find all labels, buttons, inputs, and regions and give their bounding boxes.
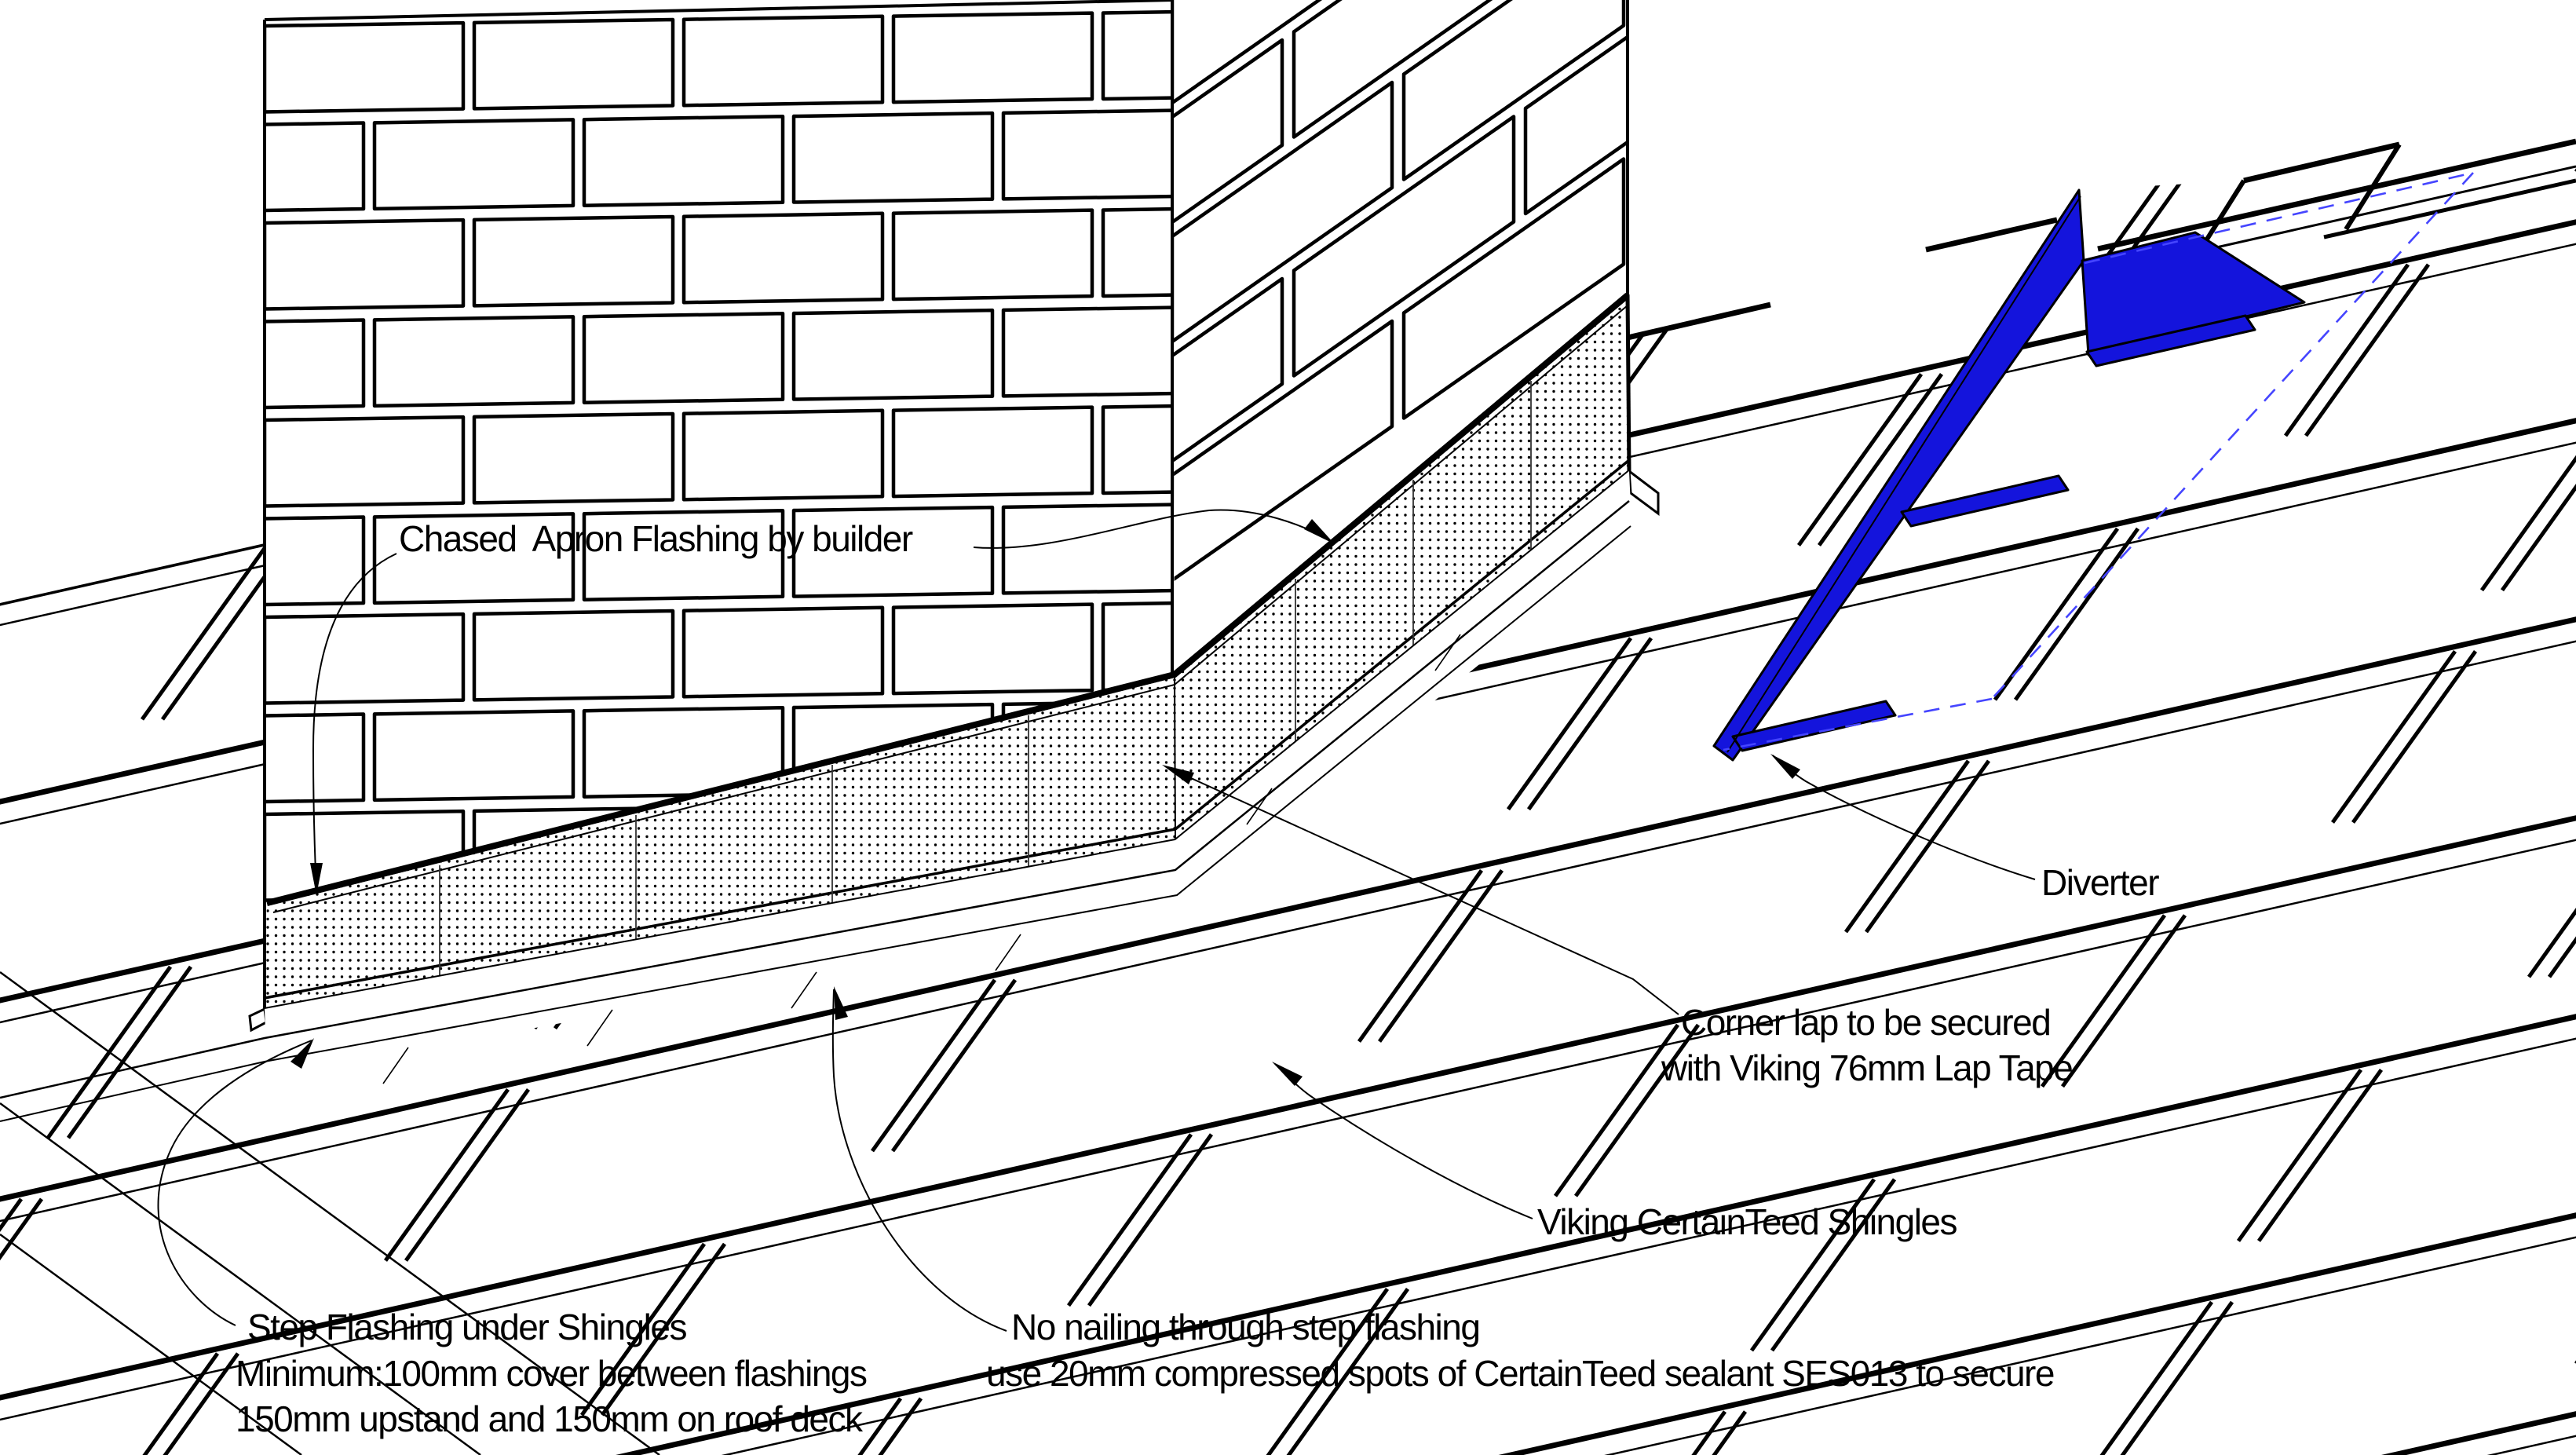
- diverter-flange-sliver-3: [1731, 700, 1897, 752]
- label-corner-lap-line1: Corner lap to be secured: [1681, 1002, 2050, 1043]
- labels: Chased Apron Flashing by builder Step Fl…: [236, 518, 2161, 1439]
- diverter-flange-exposed: [2081, 231, 2306, 356]
- diverter: [1712, 171, 2474, 762]
- leader-corner-lap: [1164, 766, 1679, 1015]
- flap-edge-2: [0, 525, 1631, 1122]
- diverter-ridge-line: [1726, 196, 2081, 753]
- diverter-flange-sliver-2: [1900, 474, 2070, 528]
- arrow-chased-apron-right: [1304, 519, 1335, 544]
- apron-seams: [439, 381, 1532, 976]
- arrow-viking-shingles: [1272, 1062, 1303, 1086]
- diverter-fin: [1712, 188, 2085, 762]
- label-step-line3: 150mm upstand and 150mm on roof deck: [236, 1398, 864, 1439]
- leader-diverter: [1772, 755, 2036, 880]
- label-nonail-line1: No nailing through step flashing: [1011, 1307, 1479, 1347]
- arrow-diverter: [1770, 754, 1800, 779]
- leader-step-flashing: [157, 1040, 312, 1326]
- top-course-shingles: [1627, 138, 2576, 341]
- arrow-step-flashing: [290, 1038, 314, 1069]
- arrow-corner-lap: [1162, 765, 1194, 784]
- wall-top-edge: [264, 0, 1173, 21]
- leader-no-nailing: [831, 989, 1007, 1332]
- brick-wall: [263, 0, 1630, 906]
- apron-top-edge-overwall: [266, 292, 1630, 906]
- leaders: [157, 509, 2036, 1332]
- eave-edge-lines: [0, 971, 660, 1455]
- label-diverter: Diverter: [2041, 862, 2159, 903]
- label-step-line1: Step Flashing under Shingles: [247, 1307, 686, 1347]
- apron-upstand-stipple: [265, 294, 1629, 1009]
- apron-roof-flap: [265, 471, 1632, 1077]
- arrow-no-nailing: [834, 986, 848, 1020]
- leader-chased-apron-right: [973, 509, 1333, 549]
- diverter-hidden-outline: [1723, 171, 2474, 751]
- step-flashing-ticks: [382, 634, 1461, 1084]
- wall-left-face: [265, 0, 1172, 903]
- flap-edge-1: [0, 500, 1630, 1099]
- diverter-flange-sliver-1: [2085, 314, 2256, 367]
- apron-right-kickout: [1628, 468, 1660, 516]
- label-step-line2: Minimum:100mm cover between flashings: [236, 1353, 867, 1394]
- label-viking-shingles: Viking CertainTeed Shingles: [1537, 1201, 1957, 1242]
- apron-right-end: [1625, 294, 1631, 472]
- bricks-right-face: [1172, 0, 1628, 583]
- apron-left-kickout: [248, 1007, 268, 1033]
- leader-chased-apron-left: [312, 553, 397, 893]
- arrow-chased-apron-left: [310, 863, 323, 895]
- label-chased-apron: Chased Apron Flashing by builder: [399, 518, 913, 559]
- leader-viking-shingles: [1274, 1063, 1533, 1219]
- label-corner-lap-line2: with Viking 76mm Lap Tape: [1661, 1047, 2072, 1088]
- label-nonail-line2: use 20mm compressed spots of CertainTeed…: [986, 1353, 2054, 1394]
